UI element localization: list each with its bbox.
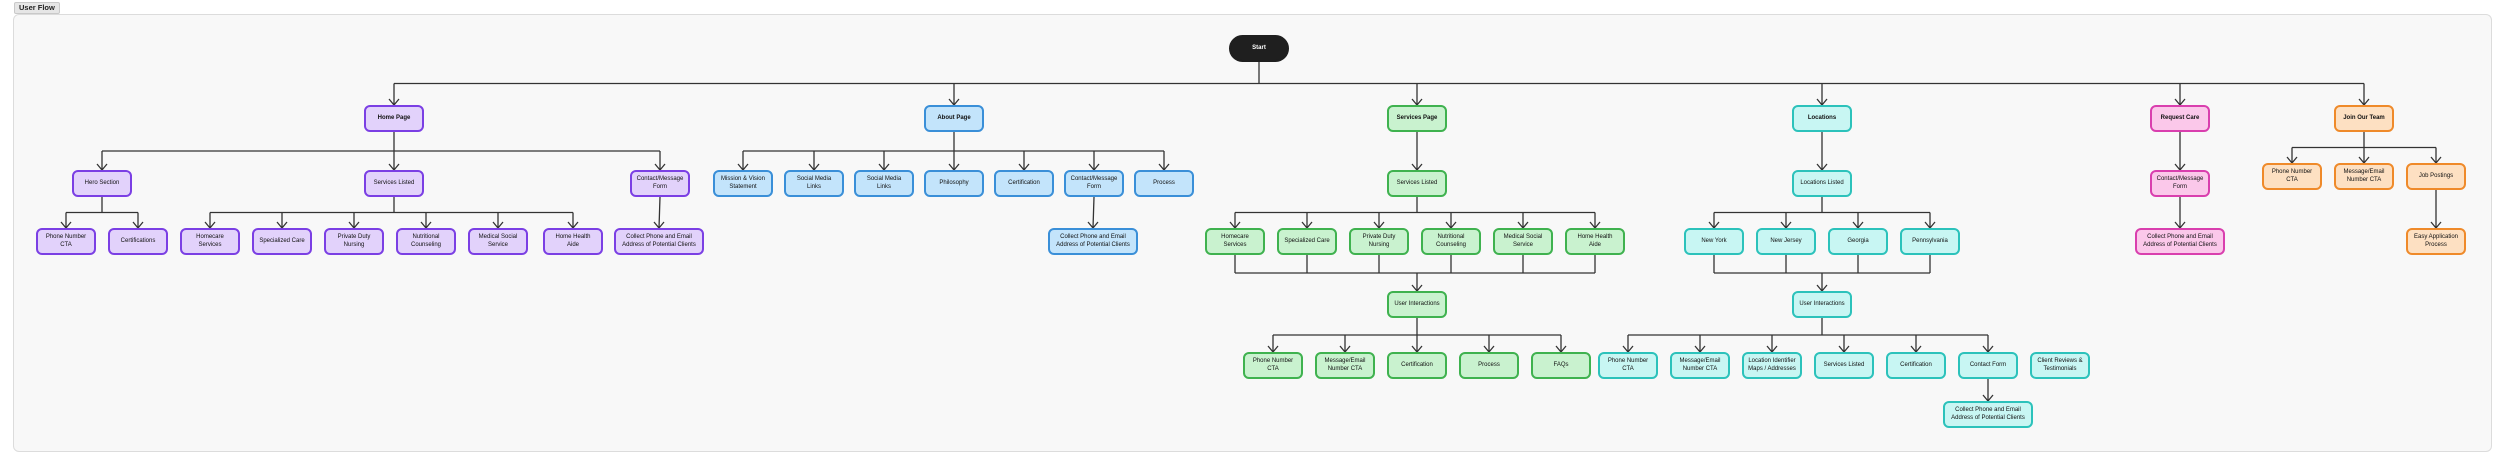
about-process-node[interactable]: Process bbox=[1134, 170, 1194, 197]
home-collect-node[interactable]: Collect Phone and Email Address of Poten… bbox=[614, 228, 704, 255]
locations-node[interactable]: Locations bbox=[1792, 105, 1852, 132]
req-collect-node[interactable]: Collect Phone and Email Address of Poten… bbox=[2135, 228, 2225, 255]
frame-title: User Flow bbox=[14, 2, 60, 14]
request-care-node[interactable]: Request Care bbox=[2150, 105, 2210, 132]
loc-phone-cta-node[interactable]: Phone Number CTA bbox=[1598, 352, 1658, 379]
locations-listed-node[interactable]: Locations Listed bbox=[1792, 170, 1852, 197]
svc-certification-node[interactable]: Certification bbox=[1387, 352, 1447, 379]
loc-contact-form-node[interactable]: Contact Form bbox=[1958, 352, 2018, 379]
about-social-links-2-node[interactable]: Social Media Links bbox=[854, 170, 914, 197]
loc-message-cta-node[interactable]: Message/Email Number CTA bbox=[1670, 352, 1730, 379]
home-page-node[interactable]: Home Page bbox=[364, 105, 424, 132]
loc-services-listed-node[interactable]: Services Listed bbox=[1814, 352, 1874, 379]
about-mission-node[interactable]: Mission & Vision Statement bbox=[713, 170, 773, 197]
loc-new-jersey-node[interactable]: New Jersey bbox=[1756, 228, 1816, 255]
svc-process-node[interactable]: Process bbox=[1459, 352, 1519, 379]
svc-nutritional-node[interactable]: Nutritional Counseling bbox=[1421, 228, 1481, 255]
home-homecare-node[interactable]: Homecare Services bbox=[180, 228, 240, 255]
req-contact-form-node[interactable]: Contact/Message Form bbox=[2150, 170, 2210, 197]
about-contact-form-node[interactable]: Contact/Message Form bbox=[1064, 170, 1124, 197]
loc-reviews-node[interactable]: Client Reviews & Testimonials bbox=[2030, 352, 2090, 379]
services-listed-node[interactable]: Services Listed bbox=[1387, 170, 1447, 197]
svc-specialized-node[interactable]: Specialized Care bbox=[1277, 228, 1337, 255]
home-contact-form-node[interactable]: Contact/Message Form bbox=[630, 170, 690, 197]
join-phone-cta-node[interactable]: Phone Number CTA bbox=[2262, 163, 2322, 190]
join-team-node[interactable]: Join Our Team bbox=[2334, 105, 2394, 132]
loc-identifier-node[interactable]: Location Identifier Maps / Addresses bbox=[1742, 352, 1802, 379]
about-certification-node[interactable]: Certification bbox=[994, 170, 1054, 197]
services-page-node[interactable]: Services Page bbox=[1387, 105, 1447, 132]
join-postings-node[interactable]: Job Postings bbox=[2406, 163, 2466, 190]
home-medical-social-node[interactable]: Medical Social Service bbox=[468, 228, 528, 255]
home-private-duty-node[interactable]: Private Duty Nursing bbox=[324, 228, 384, 255]
about-collect-node[interactable]: Collect Phone and Email Address of Poten… bbox=[1048, 228, 1138, 255]
home-services-listed-node[interactable]: Services Listed bbox=[364, 170, 424, 197]
join-easy-apply-node[interactable]: Easy Application Process bbox=[2406, 228, 2466, 255]
svc-medical-social-node[interactable]: Medical Social Service bbox=[1493, 228, 1553, 255]
svc-message-cta-node[interactable]: Message/Email Number CTA bbox=[1315, 352, 1375, 379]
home-specialized-node[interactable]: Specialized Care bbox=[252, 228, 312, 255]
loc-user-interactions-node[interactable]: User Interactions bbox=[1792, 291, 1852, 318]
single-line bbox=[1092, 196, 1095, 229]
single-line bbox=[658, 196, 661, 229]
start-node[interactable]: Start bbox=[1229, 35, 1289, 62]
about-social-links-1-node[interactable]: Social Media Links bbox=[784, 170, 844, 197]
home-certifications-node[interactable]: Certifications bbox=[108, 228, 168, 255]
hero-section-node[interactable]: Hero Section bbox=[72, 170, 132, 197]
loc-new-york-node[interactable]: New York bbox=[1684, 228, 1744, 255]
about-page-node[interactable]: About Page bbox=[924, 105, 984, 132]
loc-pennsylvania-node[interactable]: Pennsylvania bbox=[1900, 228, 1960, 255]
svc-user-interactions-node[interactable]: User Interactions bbox=[1387, 291, 1447, 318]
loc-georgia-node[interactable]: Georgia bbox=[1828, 228, 1888, 255]
home-phone-cta-node[interactable]: Phone Number CTA bbox=[36, 228, 96, 255]
loc-collect-node[interactable]: Collect Phone and Email Address of Poten… bbox=[1943, 401, 2033, 428]
loc-certification-node[interactable]: Certification bbox=[1886, 352, 1946, 379]
svc-homecare-node[interactable]: Homecare Services bbox=[1205, 228, 1265, 255]
svc-faqs-node[interactable]: FAQs bbox=[1531, 352, 1591, 379]
join-message-cta-node[interactable]: Message/Email Number CTA bbox=[2334, 163, 2394, 190]
svc-health-aide-node[interactable]: Home Health Aide bbox=[1565, 228, 1625, 255]
about-philosophy-node[interactable]: Philosophy bbox=[924, 170, 984, 197]
home-health-aide-node[interactable]: Home Health Aide bbox=[543, 228, 603, 255]
home-nutritional-node[interactable]: Nutritional Counseling bbox=[396, 228, 456, 255]
svc-private-duty-node[interactable]: Private Duty Nursing bbox=[1349, 228, 1409, 255]
svc-phone-cta-node[interactable]: Phone Number CTA bbox=[1243, 352, 1303, 379]
